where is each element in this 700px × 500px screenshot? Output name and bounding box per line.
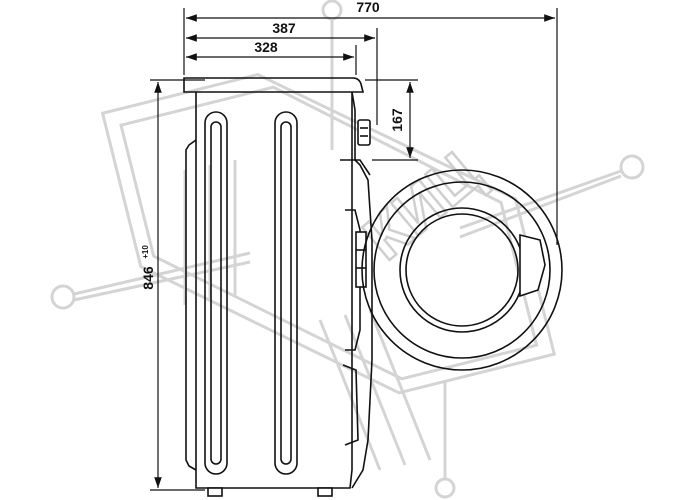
cabinet xyxy=(195,92,353,489)
top-panel xyxy=(183,77,365,93)
dimension-overall-depth: 770 xyxy=(186,0,555,22)
dim-328-label: 328 xyxy=(254,39,278,55)
dim-846-tolerance: +10 xyxy=(141,245,150,259)
dimension-door-hinge: 167 xyxy=(389,82,414,158)
watermark-logo xyxy=(50,0,645,499)
extension-lines xyxy=(150,8,558,491)
door-glass-inner xyxy=(405,213,519,327)
rear-bracket xyxy=(185,139,197,471)
door-mid-ring xyxy=(373,181,551,359)
side-slot-1-inner xyxy=(210,121,222,465)
side-slot-1 xyxy=(204,111,228,475)
washing-machine-body xyxy=(183,77,373,497)
door-handle xyxy=(519,233,546,298)
dim-387-label: 387 xyxy=(272,20,296,36)
door-hinge xyxy=(355,231,367,288)
door-outer-ring xyxy=(361,169,563,371)
foot-front xyxy=(317,487,333,497)
dim-167-label: 167 xyxy=(389,108,405,132)
side-slot-2-inner xyxy=(280,121,292,465)
dimension-height: 846 +10 xyxy=(140,82,162,488)
dim-846-label: 846 xyxy=(140,266,156,290)
foot-rear xyxy=(207,487,223,497)
front-panel-edge xyxy=(351,91,373,489)
dimension-body-depth: 328 xyxy=(186,39,354,61)
dimension-depth-with-door: 387 xyxy=(186,20,375,42)
control-knob xyxy=(357,119,371,146)
open-door xyxy=(361,169,563,371)
dim-770-label: 770 xyxy=(356,0,380,15)
side-slot-2 xyxy=(274,111,298,475)
